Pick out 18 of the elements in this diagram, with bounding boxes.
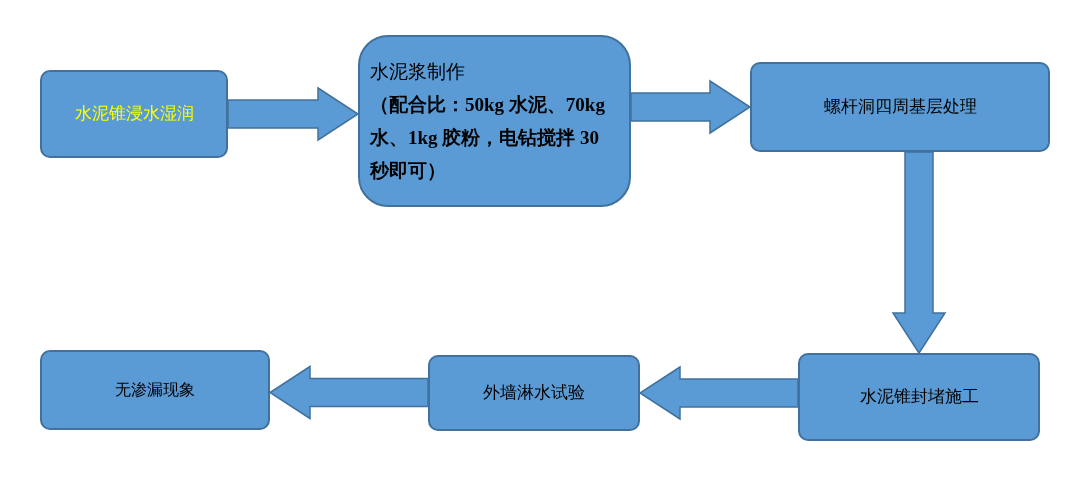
step-label: 无渗漏现象 xyxy=(115,380,195,400)
block-arrow xyxy=(638,365,799,421)
process-box xyxy=(358,35,631,207)
block-arrow xyxy=(227,86,360,142)
step-label: 水泥浆制作 xyxy=(370,59,465,84)
block-arrow xyxy=(268,365,429,420)
step-label: 螺杆洞四周基层处理 xyxy=(823,96,977,119)
process-box xyxy=(428,355,640,431)
process-box xyxy=(40,350,270,430)
process-box xyxy=(750,62,1050,152)
block-arrow xyxy=(630,79,752,135)
step-note: （配合比：50kg 水泥、70kg 水、1kg 胶粉，电钻搅拌 30 秒即可） xyxy=(370,92,606,184)
process-box xyxy=(798,353,1040,441)
block-arrow xyxy=(891,151,947,355)
step-label: 水泥锥封堵施工 xyxy=(859,386,979,409)
step-label: 外墙淋水试验 xyxy=(483,382,585,405)
step-label: 水泥锥浸水湿润 xyxy=(74,103,194,126)
process-box xyxy=(40,70,228,158)
